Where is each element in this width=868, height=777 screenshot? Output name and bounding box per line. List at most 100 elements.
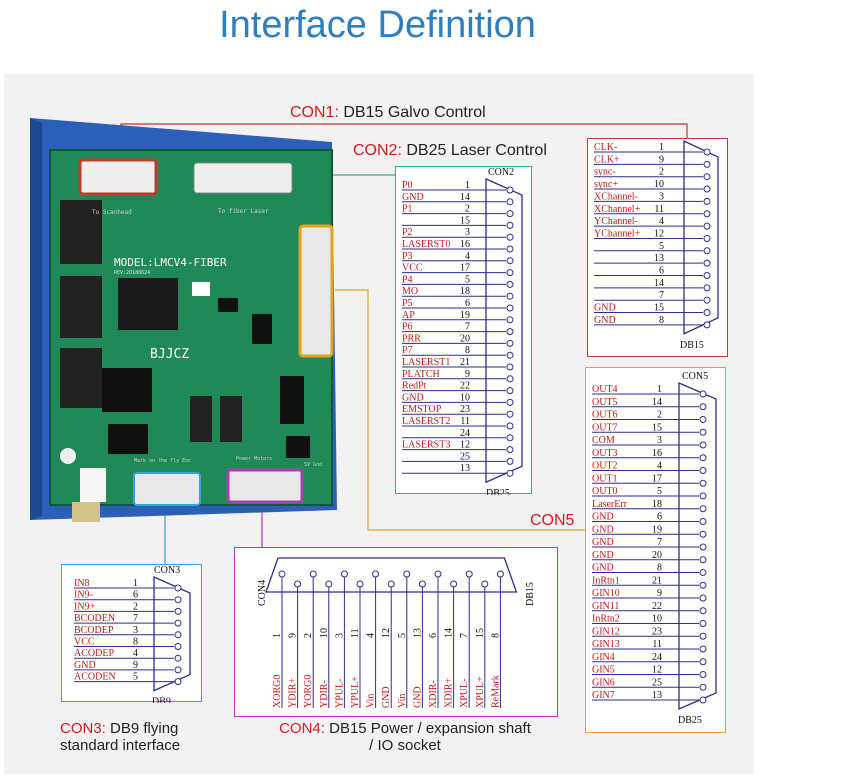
con2-signal-label: PRR [402,333,421,344]
con1-pin-number: 7 [659,290,664,301]
con2-pin-number: 3 [465,227,470,238]
con5-signal-label: GIN4 [592,652,615,663]
con3-pin-number: 2 [133,601,138,612]
con5-pin-circle [699,620,707,627]
con3-pin-circle [174,607,182,615]
con2-pin-circle [506,446,514,454]
con2-pin-number: 19 [460,310,470,321]
con5-pin-circle [699,645,707,653]
con5-pin-circle [699,416,707,423]
con5-pin-circle [699,390,707,398]
con5-signal-label: GIN13 [592,639,620,650]
con5-pin-circle [699,403,707,411]
con4-pin-number: 2 [303,633,314,638]
con1-pin-number: 4 [659,216,664,227]
con3-footer-label: DB9 [152,697,171,703]
con2-pin-number: 21 [460,357,470,368]
con5-pin-circle [699,671,707,678]
con5-pin-circle [699,607,707,615]
con4-pin-number: 12 [381,628,392,638]
con1-pin-number: 3 [659,191,664,202]
con5-pin-number: 17 [652,473,662,484]
con2-pin-circle [506,198,514,206]
con3-pin-circle [174,654,182,662]
con2-signal-label: PLATCH [402,369,440,380]
con3-pin-circle [174,678,182,686]
con4-pin-circle [418,580,426,588]
con4-pin-circle [309,570,317,578]
con2-pin-circle [506,328,514,336]
con1-pin-circle [703,222,711,230]
con1-connector-shell [683,139,719,335]
con2-signal-label: LASERST3 [402,440,450,451]
con2-pin-circle [506,469,514,477]
con4-signal-label: XPUL+ [475,676,486,708]
con2-pin-circle [506,210,514,218]
con5-pin-circle [699,556,707,564]
con1-pin-number: 6 [659,266,664,277]
con5-signal-label: GIN7 [592,690,615,701]
con3-pin-number: 1 [133,578,138,589]
con2-pin-circle [506,457,514,465]
con2-pin-number: 15 [460,215,470,226]
con1-pin-number: 10 [654,179,664,190]
con3-signal-label: IN9+ [74,601,96,612]
con2-pin-number: 13 [460,463,470,474]
con5-pin-circle [699,518,707,525]
con5-signal-label: OUT6 [592,410,618,421]
con5-pin-circle [699,505,707,513]
con2-signal-label: GND [402,392,424,403]
con2-caption: CON2: DB25 Laser Control [353,142,547,159]
con1-pin-circle [703,296,711,304]
con2-signal-label: LASERST2 [402,416,450,427]
con2-footer-label: DB25 [486,488,510,495]
con4-pin-number: 5 [397,633,408,638]
board-brand-text: BJJCZ [150,347,189,362]
con1-pin-circle [703,185,711,193]
con5-pin-number: 11 [652,639,662,650]
con2-pin-circle [506,292,514,300]
con4-pin-number: 10 [319,628,330,638]
page-title: Interface Definition [219,4,536,46]
con2-signal-label: P3 [402,251,413,262]
con2-pin-number: 18 [460,286,470,297]
con5-pin-number: 16 [652,448,662,459]
con5-signal-label: OUT3 [592,448,618,459]
board-5v-label: 5V Gnd [304,462,322,468]
con5-signal-label: GIN10 [592,588,620,599]
con4-signal-label: YPUL- [334,679,345,708]
con2-signal-label: RedPt [402,381,427,392]
con2-signal-label: MO [402,286,418,297]
con2-pin-number: 17 [460,263,470,274]
con5-signal-label: OUT7 [592,422,618,433]
con1-pin-number: 13 [654,253,664,264]
con5-signal-label: InRtn2 [592,614,620,625]
board-to-scanhead-label: To Scanhead [92,209,132,216]
con3-signal-label: GND [74,660,96,671]
con1-pin-circle [703,309,711,317]
controller-board: To Scanhead To fiber Laser MODEL:LMCV4-F… [22,118,342,533]
con2-pin-circle [506,434,514,442]
con2-pin-circle [506,269,514,277]
con4-pin-circle [434,570,442,578]
con5-signal-label: OUT0 [592,486,618,497]
con3-signal-label: ACODEP [74,648,114,659]
con4-connector-shell [265,557,518,593]
con2-header-label: CON2 [488,167,514,178]
con1-pin-number: 9 [659,154,664,165]
con5-signal-label: GND [592,524,614,535]
con5-pin-number: 10 [652,614,662,625]
con3-pin-number: 9 [133,660,138,671]
con5-pin-number: 5 [657,486,662,497]
con4-pin-number: 14 [444,628,455,638]
con2-pin-number: 6 [465,298,470,309]
con5-pin-circle [699,467,707,474]
con5-pin-number: 9 [657,588,662,599]
con4-signal-label: GND [412,686,423,708]
con1-pin-circle [703,160,711,168]
con5-pin-number: 19 [652,524,662,535]
con5-pin-number: 4 [657,461,662,472]
con4-pin-number: 3 [334,633,345,638]
con5-signal-label: GIN12 [592,626,620,637]
